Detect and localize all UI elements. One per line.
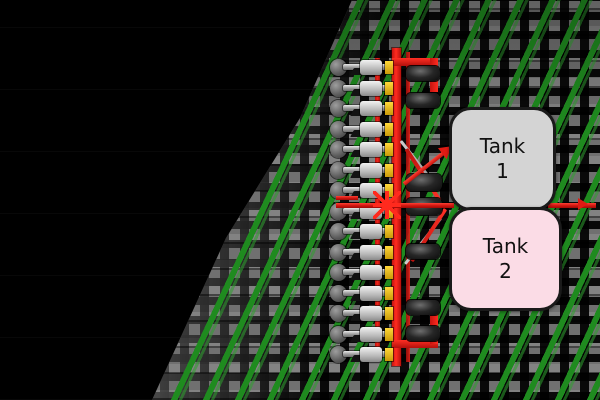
transport-wheel-6 [406,300,440,315]
row-unit-disc [330,120,347,138]
tank-2-callout[interactable]: Tank 2 [449,207,562,311]
tank-1-callout[interactable]: Tank 1 [449,107,556,211]
row-unit-clamp [385,286,393,300]
row-unit-disc [330,325,347,343]
row-unit-hopper [360,80,382,96]
row-unit-disc [330,182,347,199]
row-unit-disc [330,223,347,240]
row-unit-clamp [385,81,393,95]
tank-1-label-line1: Tank [479,134,526,158]
transport-wheel-5 [406,244,440,259]
row-unit-clamp [385,184,393,197]
tank-1-label-line2: 1 [496,159,509,183]
row-unit-hopper [360,244,382,260]
row-unit-hopper [360,347,382,362]
row-unit [330,79,400,98]
row-unit-clamp [385,307,393,320]
row-unit [330,222,400,241]
row-unit-clamp [385,266,393,279]
row-unit-clamp [385,102,393,115]
row-unit-disc [330,305,347,322]
row-unit-hopper [360,224,382,239]
tank-2-label-line1: Tank [482,234,529,258]
row-unit [330,325,400,344]
row-unit [330,243,400,262]
row-unit-disc [330,59,347,76]
row-unit [330,99,400,118]
row-unit-clamp [385,143,393,156]
row-unit-clamp [385,225,393,238]
flow-line-right [548,203,596,208]
row-unit-hopper [360,142,382,157]
transport-wheel-1 [406,66,440,81]
row-unit-hopper [360,101,382,116]
row-unit-clamp [385,122,393,136]
transport-wheel-2 [406,93,440,108]
row-unit-hopper [360,265,382,280]
row-unit-clamp [385,163,393,177]
transport-wheel-3 [406,174,442,191]
row-unit [330,120,400,139]
row-unit [330,263,400,282]
row-unit-disc [330,346,347,363]
row-unit-clamp [385,327,393,341]
hitch-bottom-arm [392,340,438,348]
row-unit-hopper [360,60,382,75]
hitch-top-arm [392,58,438,66]
tank-2-label-line2: 2 [499,259,512,283]
row-unit-disc [330,100,347,117]
row-unit [330,345,400,364]
flow-arrow-right [578,198,588,210]
row-unit-hopper [360,121,382,137]
row-unit-disc [330,284,347,302]
flow-line-left-stub [336,196,358,200]
transport-wheel-7 [406,326,440,341]
row-unit-hopper [360,326,382,342]
row-unit-disc [330,264,347,281]
row-unit [330,284,400,303]
flow-junction-node [373,191,401,219]
row-unit-disc [330,141,347,158]
row-unit [330,58,400,77]
row-unit-clamp [385,348,393,361]
row-unit [330,161,400,180]
row-unit-hopper [360,162,382,178]
row-unit-disc [330,161,347,179]
row-unit-disc [330,79,347,97]
row-unit-clamp [385,61,393,74]
row-unit-clamp [385,245,393,259]
row-unit [330,304,400,323]
row-unit [330,140,400,159]
row-unit-hopper [360,285,382,301]
row-unit-disc [330,243,347,261]
row-unit-hopper [360,306,382,321]
